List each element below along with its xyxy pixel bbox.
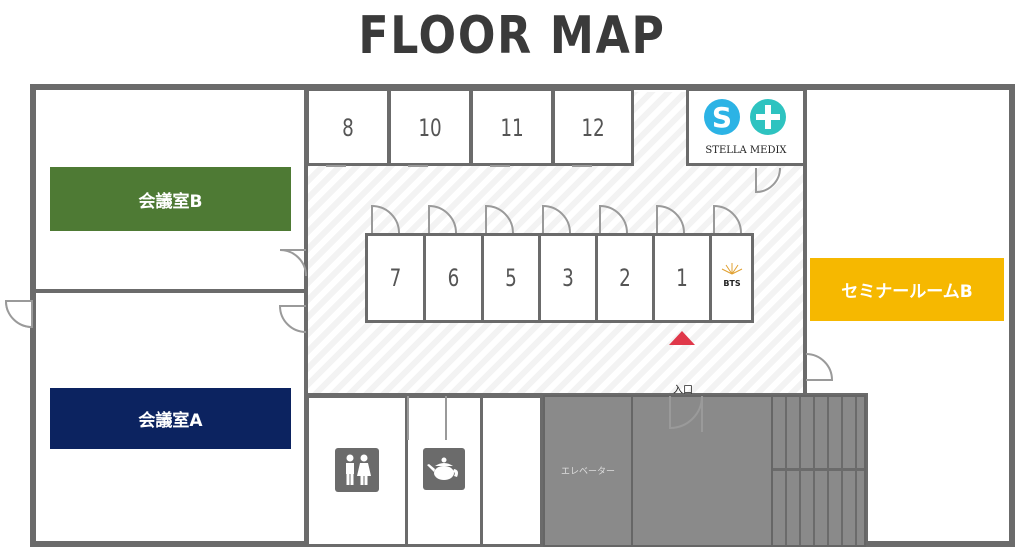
bts-logo-icon	[721, 263, 743, 275]
page-title: FLOOR MAP	[358, 6, 666, 66]
bts-logo-text: BTS	[723, 279, 741, 288]
booth-3[interactable]	[538, 233, 598, 323]
booth-12[interactable]	[552, 88, 634, 166]
booth-number: 10	[418, 114, 442, 142]
restroom-icon	[335, 448, 379, 492]
svg-text:S: S	[712, 101, 732, 134]
entrance-label: 入口	[673, 385, 693, 396]
booth-bts[interactable]	[709, 233, 754, 323]
elevator-label: エレベーター	[560, 467, 615, 477]
booth-number: 8	[342, 114, 354, 142]
meeting-room-a-label[interactable]: 会議室A	[50, 388, 291, 449]
stella-medix-logo: S	[704, 99, 786, 135]
booth-stella-medix[interactable]	[686, 88, 806, 166]
stair-landing	[773, 468, 864, 471]
staircase	[771, 395, 866, 547]
storage-room[interactable]	[480, 395, 543, 547]
meeting-room-b-label[interactable]: 会議室B	[50, 167, 291, 231]
wall	[304, 88, 308, 543]
teapot-icon	[423, 448, 465, 490]
entrance-marker-icon	[669, 331, 695, 345]
booth-number: 12	[581, 114, 605, 142]
wall	[36, 289, 306, 293]
booth-10[interactable]	[388, 88, 472, 166]
wall	[864, 393, 868, 543]
seminar-room-b-label[interactable]: セミナールームB	[810, 258, 1004, 321]
booth-number: 11	[500, 114, 524, 142]
booth-number: 6	[447, 264, 460, 292]
booth-number: 2	[619, 264, 631, 292]
booth-number: 7	[389, 264, 402, 292]
booth-number: 1	[676, 264, 688, 292]
wall	[803, 88, 807, 394]
booth-number: 3	[562, 264, 574, 292]
booth-7[interactable]	[365, 233, 426, 323]
booth-number: 5	[505, 264, 517, 292]
booth-11[interactable]	[470, 88, 554, 166]
stella-medix-text: STELLA MEDIX	[705, 145, 787, 156]
